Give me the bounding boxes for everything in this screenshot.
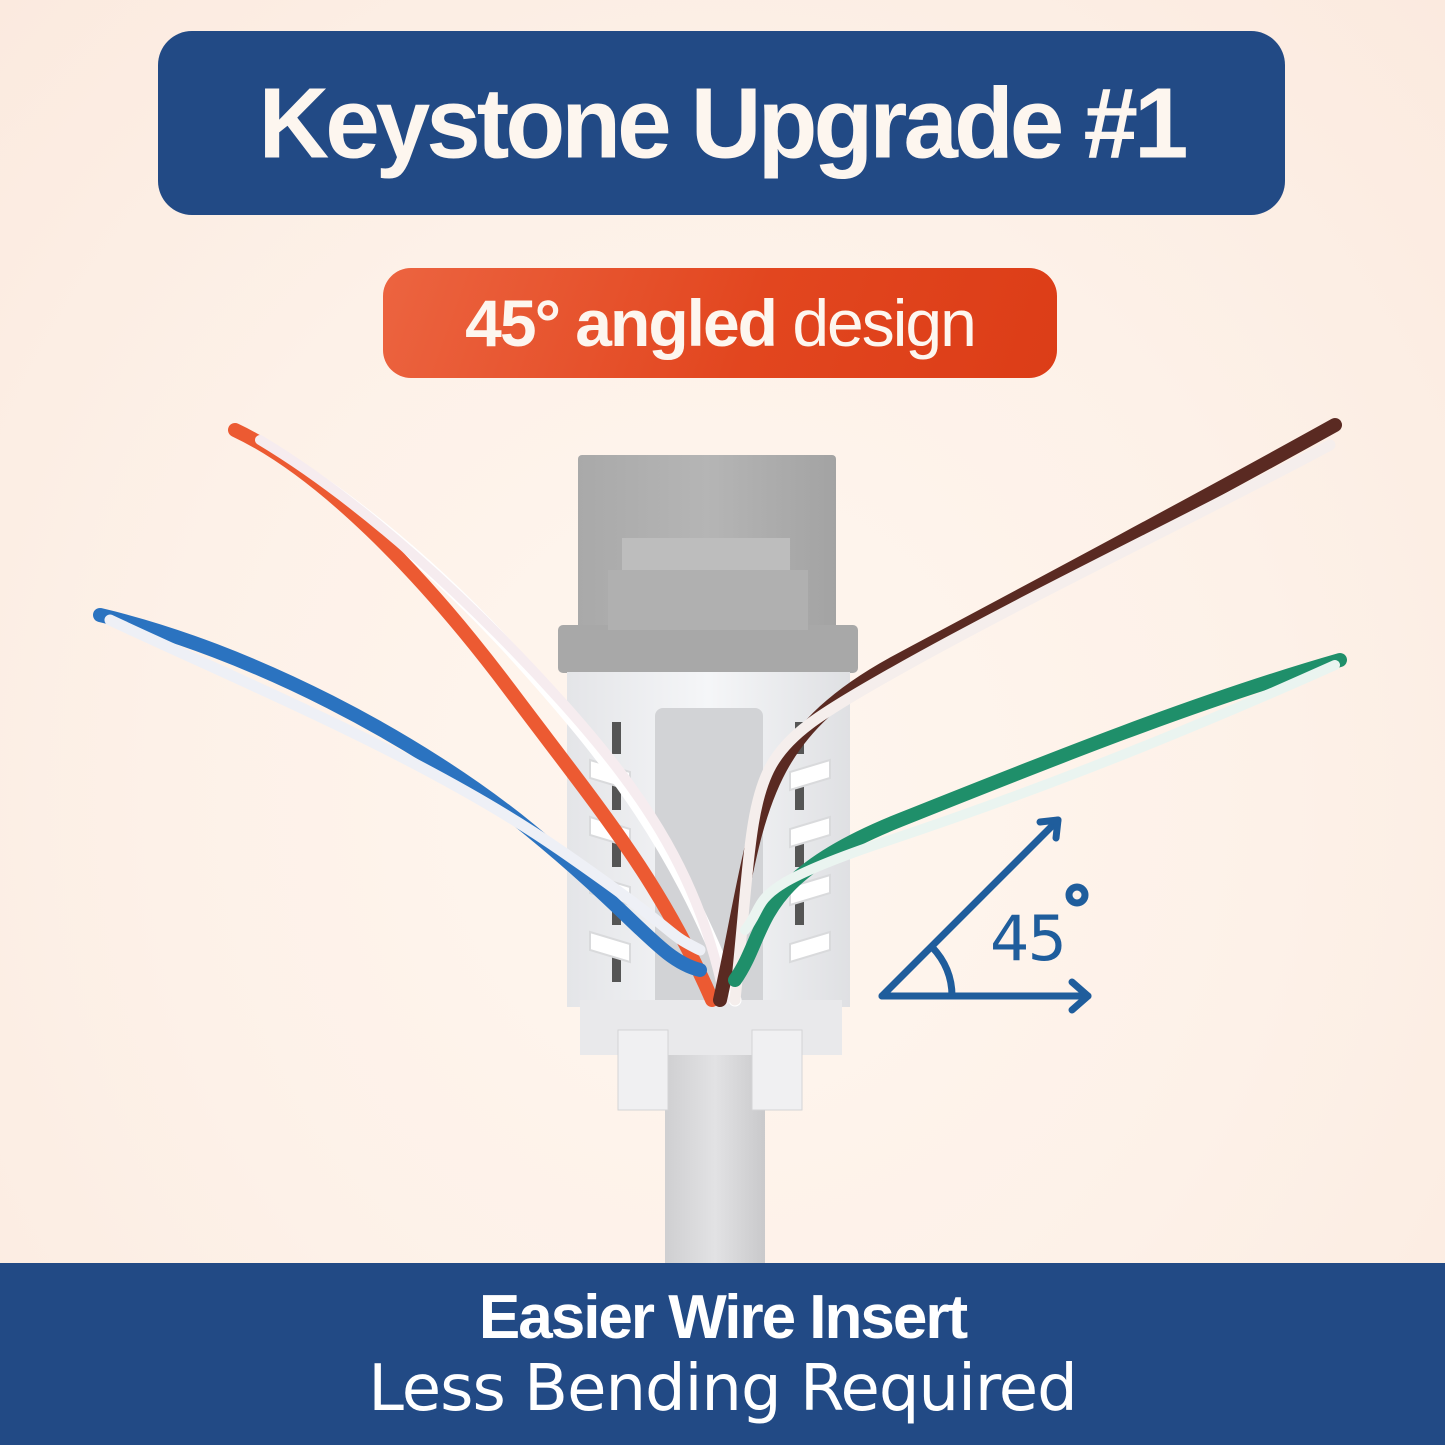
page-title: Keystone Upgrade #1 [258, 66, 1188, 179]
footer-headline: Easier Wire Insert [478, 1283, 968, 1352]
subtitle-pill: 45° angled design [383, 268, 1057, 378]
green-white-wire-pair [728, 653, 1347, 987]
blue-white-wire-pair [93, 608, 707, 977]
subtitle-light: design [776, 286, 976, 360]
orange-white-wire-pair [228, 423, 742, 1007]
footer-banner: Easier Wire Insert Less Bending Required [0, 1263, 1445, 1445]
footer-subline: Less Bending Required [368, 1352, 1078, 1426]
angle-label: 45 [990, 902, 1067, 975]
angle-45-icon [878, 816, 1092, 1014]
keystone-jack-illustration [93, 418, 1347, 1270]
brown-white-wire-pair [713, 418, 1342, 1007]
subtitle-bold: 45° angled [465, 286, 778, 360]
title-banner: Keystone Upgrade #1 [158, 31, 1285, 215]
cable [665, 1020, 765, 1270]
subtitle: 45° angled design [465, 285, 977, 361]
keystone-jack [558, 455, 858, 1111]
